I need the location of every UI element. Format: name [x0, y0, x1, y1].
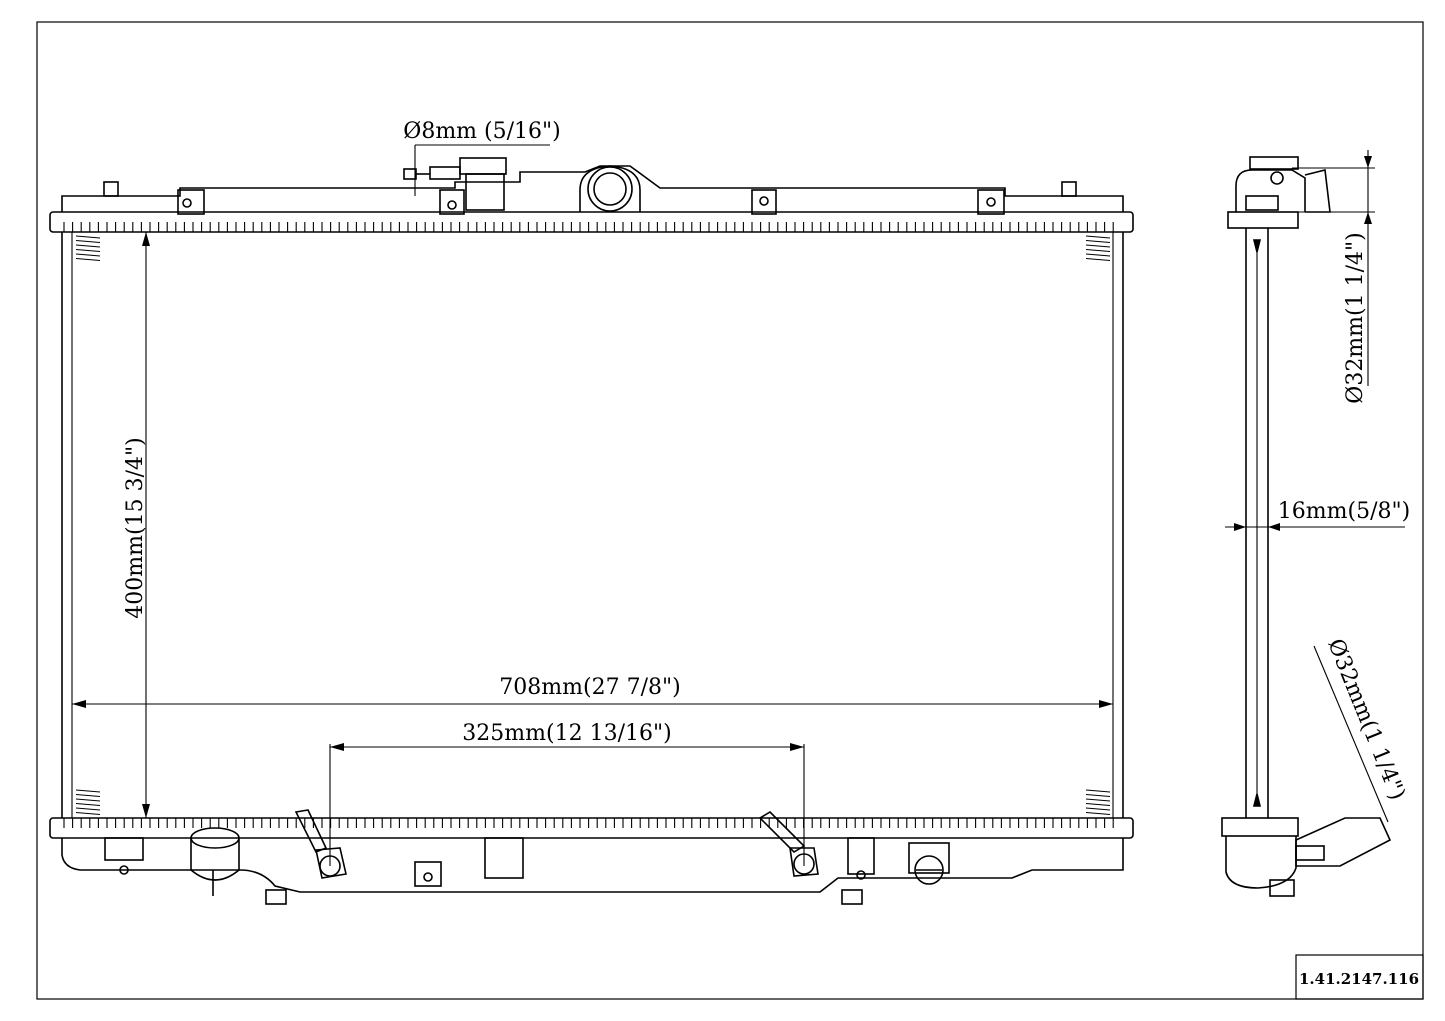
inlet-diameter-label: Ø8mm (5/16"): [403, 119, 560, 144]
lower-tank: [49, 809, 1134, 905]
dim-lower-outlet-diameter: Ø32mm(1 1/4"): [1313, 635, 1410, 823]
upper-brackets: [177, 189, 1005, 215]
front-view: 400mm(15 3/4") 708mm(27 7/8") 325mm(12 1…: [49, 119, 1134, 905]
lower-header-plate: [49, 817, 1134, 839]
dim-core-height: 400mm(15 3/4"): [123, 232, 150, 818]
upper-tank: [49, 157, 1134, 233]
lower-outlet-diameter-label: Ø32mm(1 1/4"): [1322, 635, 1409, 803]
part-number-box: 1.41.2147.116: [1295, 954, 1424, 1000]
upper-outlet-diameter-label: Ø32mm(1 1/4"): [1343, 232, 1368, 403]
mount-pin-left: [103, 181, 119, 197]
pipe-spacing-label: 325mm(12 13/16"): [462, 721, 671, 746]
radiator-cap: [403, 157, 507, 211]
dim-pipe-spacing: 325mm(12 13/16"): [329, 721, 805, 866]
part-number: 1.41.2147.116: [1299, 970, 1419, 988]
dim-upper-outlet-diameter: Ø32mm(1 1/4"): [1292, 150, 1375, 404]
core-thickness-label: 16mm(5/8"): [1278, 499, 1410, 524]
bottom-tab-right: [841, 889, 863, 905]
drain-plug: [908, 842, 950, 885]
mount-pin-right: [1061, 181, 1077, 197]
filler-neck: [579, 165, 641, 212]
side-view: Ø32mm(1 1/4") 16mm(5/8") Ø32mm(1 1/4"): [1221, 150, 1410, 897]
bottom-tab-left: [265, 889, 287, 905]
dim-core-width: 708mm(27 7/8"): [72, 675, 1113, 708]
side-core: [1245, 228, 1269, 818]
radiator-core: [61, 232, 1124, 818]
dim-inlet-diameter: Ø8mm (5/16"): [403, 119, 561, 196]
dim-core-thickness: 16mm(5/8"): [1225, 499, 1410, 531]
side-lower-tank: [1221, 817, 1392, 897]
side-upper-tank: [1227, 156, 1331, 229]
core-height-label: 400mm(15 3/4"): [123, 437, 148, 618]
lower-brackets: [104, 837, 875, 887]
drawing-frame: [36, 21, 1424, 1000]
core-width-label: 708mm(27 7/8"): [499, 675, 680, 700]
cooler-pipe-left: [294, 809, 347, 879]
lower-outlet-neck: [190, 827, 240, 896]
upper-header-plate: [49, 211, 1134, 233]
